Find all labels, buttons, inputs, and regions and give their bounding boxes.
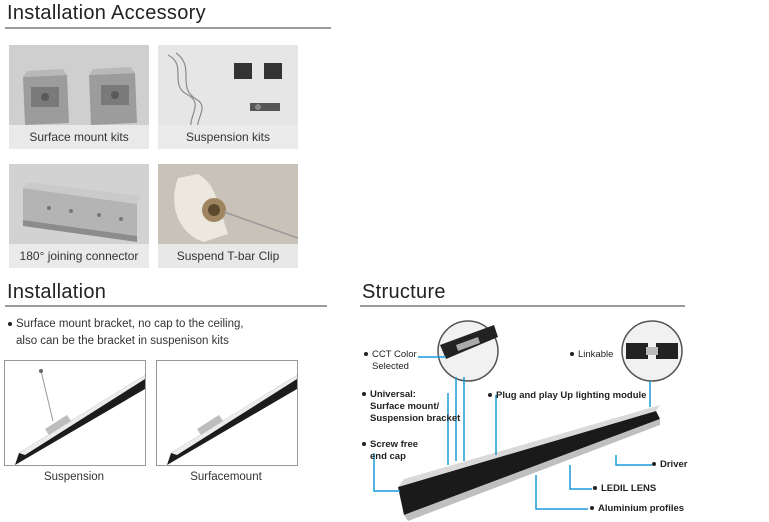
surfacemount-diagram-image <box>167 375 297 465</box>
joining-connector-caption: 180° joining connector <box>9 244 149 268</box>
callout-leader-lines <box>373 356 652 510</box>
joining-connector-photo: 180° joining connector <box>9 164 149 268</box>
profiles-callout: Aluminium profiles <box>590 503 684 515</box>
screw-callout: Screw free end cap <box>362 439 418 463</box>
structure-title-rule <box>360 305 685 307</box>
suspension-label: Suspension <box>43 471 105 483</box>
structure-title: Structure <box>362 281 446 303</box>
accessory-title-rule <box>5 27 331 29</box>
bullet-dot <box>8 321 12 326</box>
luminaire-body <box>398 411 660 515</box>
suspension-diagram-image <box>15 369 145 465</box>
installation-title-rule <box>5 305 327 307</box>
surfacemount-label: Surfacemount <box>190 471 262 483</box>
suspension-kits-photo: Suspension kits <box>158 45 298 149</box>
luminaire-top <box>398 405 660 487</box>
surface-mount-kits-caption: Surface mount kits <box>9 125 149 149</box>
tbar-clip-photo: Suspend T-bar Clip <box>158 164 298 268</box>
installation-title: Installation <box>7 281 107 303</box>
accessory-title: Installation Accessory <box>7 2 206 24</box>
luminaire-lens <box>404 419 660 521</box>
surface-mount-kits-image <box>9 45 149 149</box>
surfacemount-diagram <box>156 360 298 466</box>
surface-mount-kits-photo: Surface mount kits <box>9 45 149 149</box>
structure-diagram <box>373 320 683 521</box>
installation-bullet: Surface mount bracket, no cap to the cei… <box>8 316 244 350</box>
plug-callout: Plug and play Up lighting module <box>488 390 646 402</box>
installation-bullet-line2: also can be the bracket in suspenison ki… <box>16 335 229 347</box>
installation-bullet-line1: Surface mount bracket, no cap to the cei… <box>16 318 244 330</box>
driver-callout: Driver <box>652 459 687 471</box>
linkable-callout: Linkable <box>570 349 613 361</box>
lens-callout: LEDIL LENS <box>593 483 656 495</box>
tbar-clip-caption: Suspend T-bar Clip <box>158 244 298 268</box>
suspension-diagram <box>4 360 146 466</box>
universal-callout: Universal: Surface mount/ Suspension bra… <box>362 389 460 425</box>
cct-callout: CCT Color Selected <box>364 349 417 373</box>
suspension-kits-caption: Suspension kits <box>158 125 298 149</box>
